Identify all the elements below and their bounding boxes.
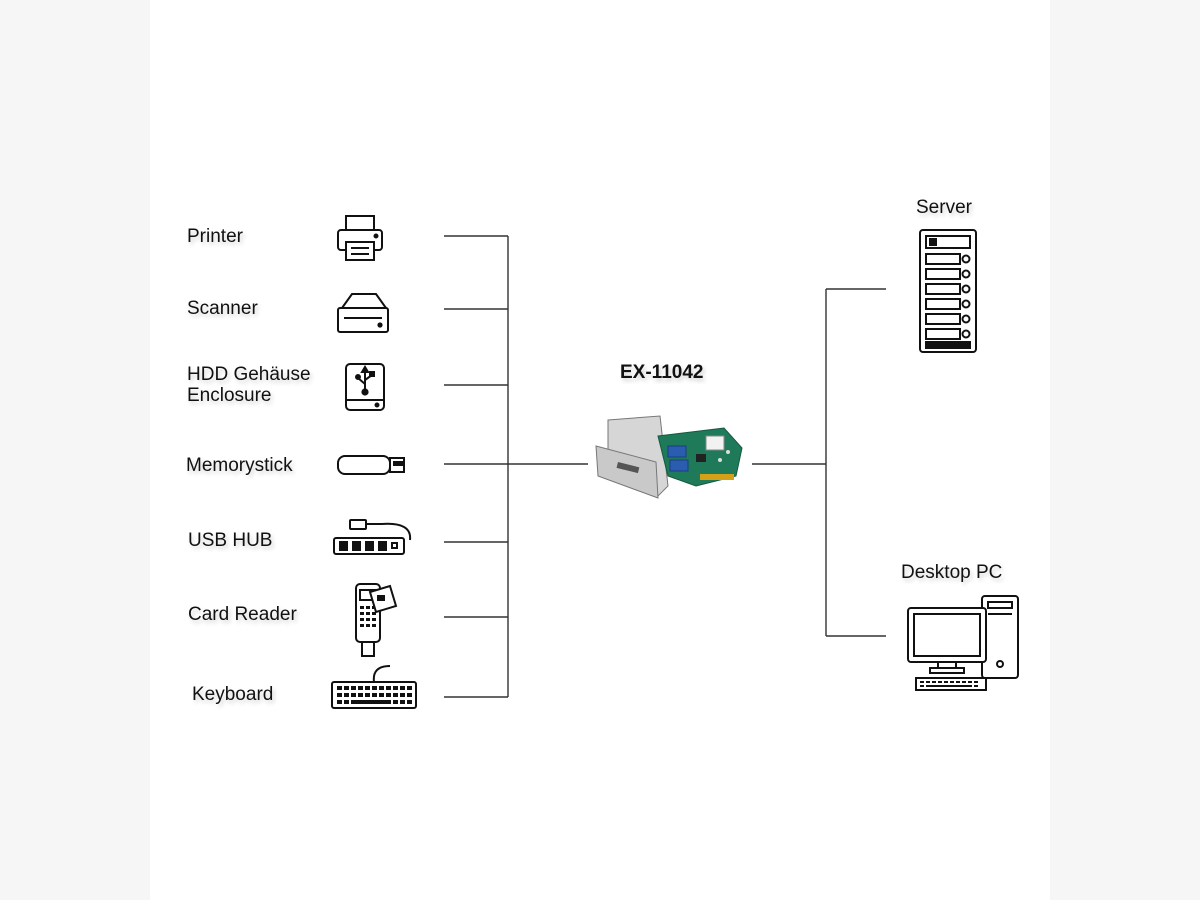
server-icon <box>919 229 977 353</box>
label-hdd-line-1: HDD Gehäuse <box>187 364 311 385</box>
keyboard-icon <box>331 665 417 709</box>
label-usb-hub: USB HUB <box>188 530 273 551</box>
label-hdd-line-2: Enclosure <box>187 385 272 406</box>
label-scanner: Scanner <box>187 298 258 319</box>
label-memorystick: Memorystick <box>186 455 293 476</box>
printer-icon <box>337 215 383 261</box>
scanner-icon <box>337 293 389 333</box>
desktop-pc-icon <box>907 595 1019 691</box>
right-margin-shade <box>1050 0 1200 900</box>
left-margin-shade <box>0 0 150 900</box>
label-desktop-pc: Desktop PC <box>901 562 1003 583</box>
label-hdd-enclosure: HDD Gehäuse Enclosure <box>187 364 311 406</box>
usb-hub-icon <box>333 519 412 555</box>
label-keyboard: Keyboard <box>192 684 274 705</box>
label-server: Server <box>916 197 972 218</box>
hdd-enclosure-icon <box>345 363 385 411</box>
label-card-reader: Card Reader <box>188 604 297 625</box>
usb-stick-icon <box>337 455 405 475</box>
pcie-usb-card-icon <box>595 415 743 499</box>
label-card-model: EX-11042 <box>620 362 704 383</box>
label-printer: Printer <box>187 226 243 247</box>
card-reader-icon <box>355 583 398 657</box>
